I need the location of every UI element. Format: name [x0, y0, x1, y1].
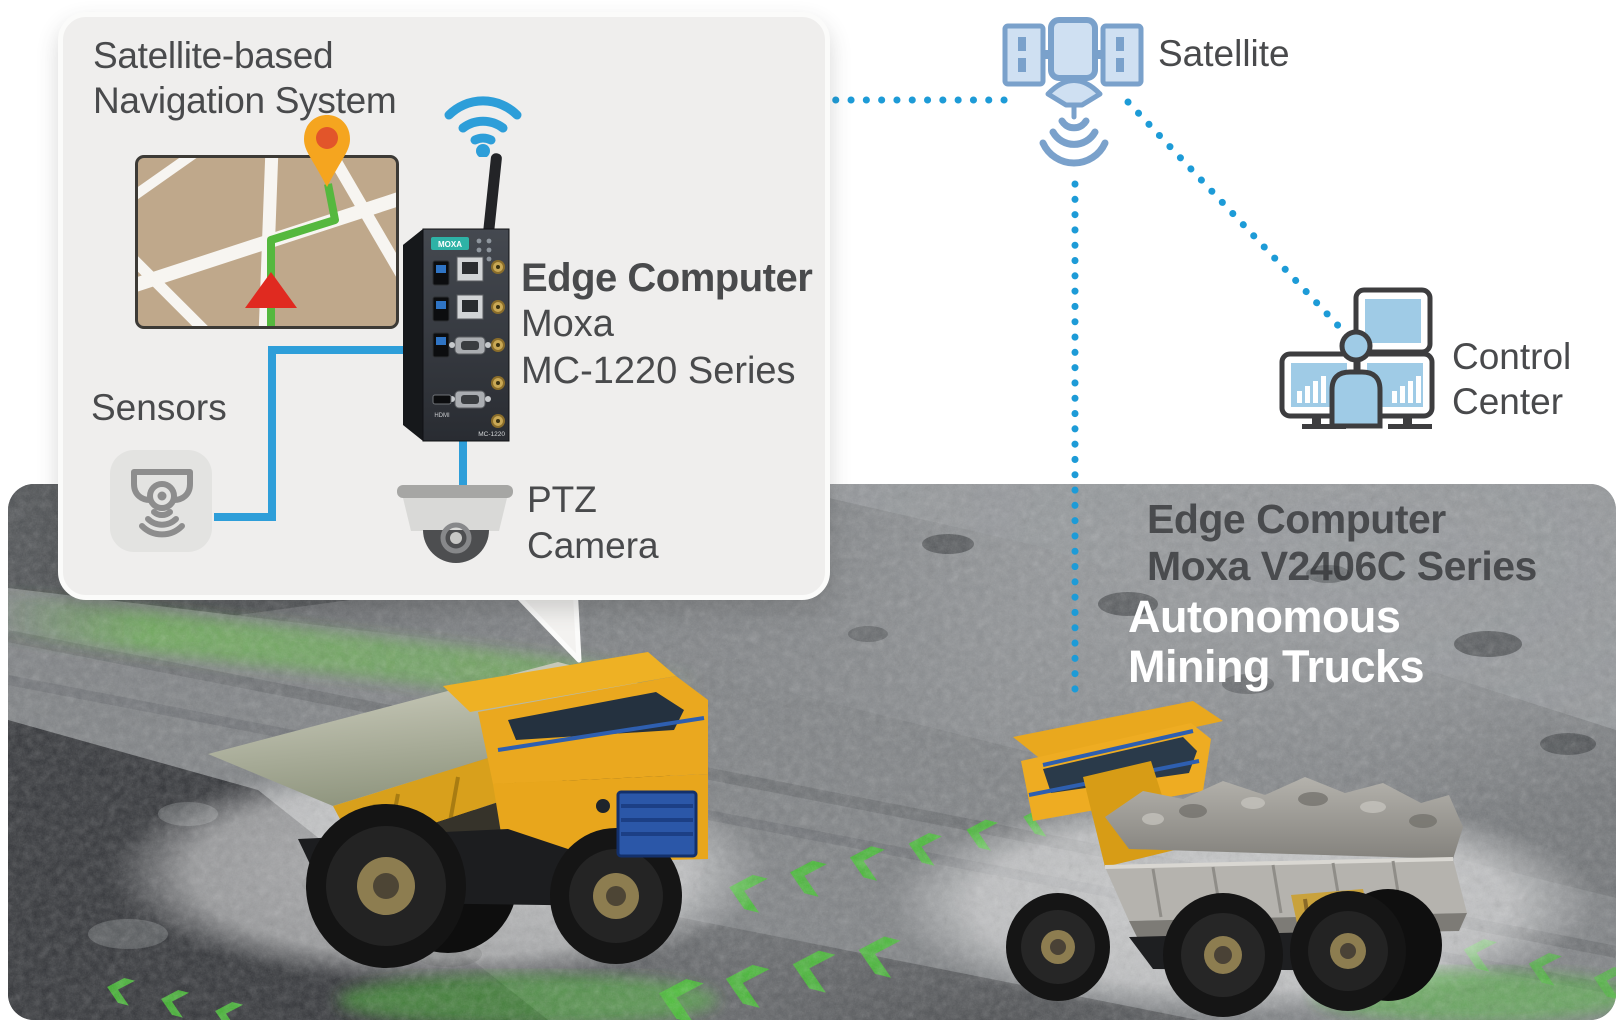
- ptz-label-line2: Camera: [527, 525, 659, 566]
- photo-headline-line2: Mining Trucks: [1128, 641, 1425, 692]
- hdmi-port: [432, 394, 452, 405]
- map-position-arrow: [245, 272, 297, 308]
- photo-edge-computer-line2: Moxa V2406C Series: [1147, 543, 1537, 589]
- operator-body: [1329, 369, 1383, 429]
- hdmi-label: HDMI: [434, 413, 450, 419]
- bar-chart-right: [1392, 376, 1421, 403]
- satellite-label: Satellite: [1158, 33, 1290, 74]
- callout-title-line1: Satellite-based: [93, 35, 334, 76]
- wifi-icon: [444, 96, 522, 157]
- satellite-dish: [1045, 78, 1103, 108]
- photo-headline: Autonomous Mining Trucks: [1128, 591, 1425, 692]
- photo-headline-line1: Autonomous: [1128, 591, 1401, 642]
- edge-computer-brand: Moxa: [521, 303, 614, 345]
- sensor-tile: [110, 450, 212, 552]
- edge-computer-label: Edge Computer Moxa MC-1220 Series: [521, 255, 813, 395]
- ethernet-ports: [456, 256, 484, 320]
- sensors-label: Sensors: [91, 387, 227, 428]
- navigation-map: [135, 155, 399, 329]
- control-center-icon: [1279, 287, 1435, 429]
- satellite-icon: [1002, 17, 1144, 167]
- bar-chart-left: [1297, 376, 1326, 403]
- sensor-cable: [214, 346, 423, 521]
- edge-computer-model: MC-1220 Series: [521, 350, 796, 392]
- serial-ports: [449, 336, 491, 409]
- antenna-connectors: [491, 260, 505, 428]
- photo-edge-computer-line1: Edge Computer: [1147, 496, 1446, 542]
- left-mining-truck: [208, 652, 708, 968]
- ptz-camera-label: PTZ Camera: [527, 477, 659, 569]
- ptz-camera-icon: [397, 485, 513, 563]
- satellite-signal-waves: [1039, 117, 1109, 167]
- status-leds: [476, 238, 492, 262]
- antenna: [483, 153, 502, 237]
- ptz-label-line1: PTZ: [527, 479, 597, 520]
- sensor-icon: [131, 469, 193, 538]
- callout-title-line2: Navigation System: [93, 80, 397, 121]
- operator-head: [1339, 329, 1373, 363]
- truck-grille: [616, 790, 698, 858]
- edge-computer-device: MOXA: [403, 153, 510, 442]
- right-mining-truck: [1006, 701, 1467, 1017]
- moxa-logo-plate: [431, 237, 469, 250]
- usb-ports: [432, 260, 450, 358]
- control-center-line2: Center: [1452, 381, 1564, 422]
- edge-computer-title: Edge Computer: [521, 256, 813, 300]
- callout-title: Satellite-based Navigation System: [93, 33, 397, 123]
- moxa-logo-text: MOXA: [438, 240, 462, 249]
- photo-edge-computer-caption: Edge Computer Moxa V2406C Series: [1147, 496, 1537, 590]
- control-center-label: Control Center: [1452, 334, 1571, 424]
- device-model-text: MC-1220: [478, 431, 505, 438]
- control-center-line1: Control: [1452, 336, 1572, 377]
- onboard-system-callout: Satellite-based Navigation System: [58, 12, 830, 600]
- map-pin-icon: [304, 115, 350, 187]
- rock-load: [1105, 777, 1463, 859]
